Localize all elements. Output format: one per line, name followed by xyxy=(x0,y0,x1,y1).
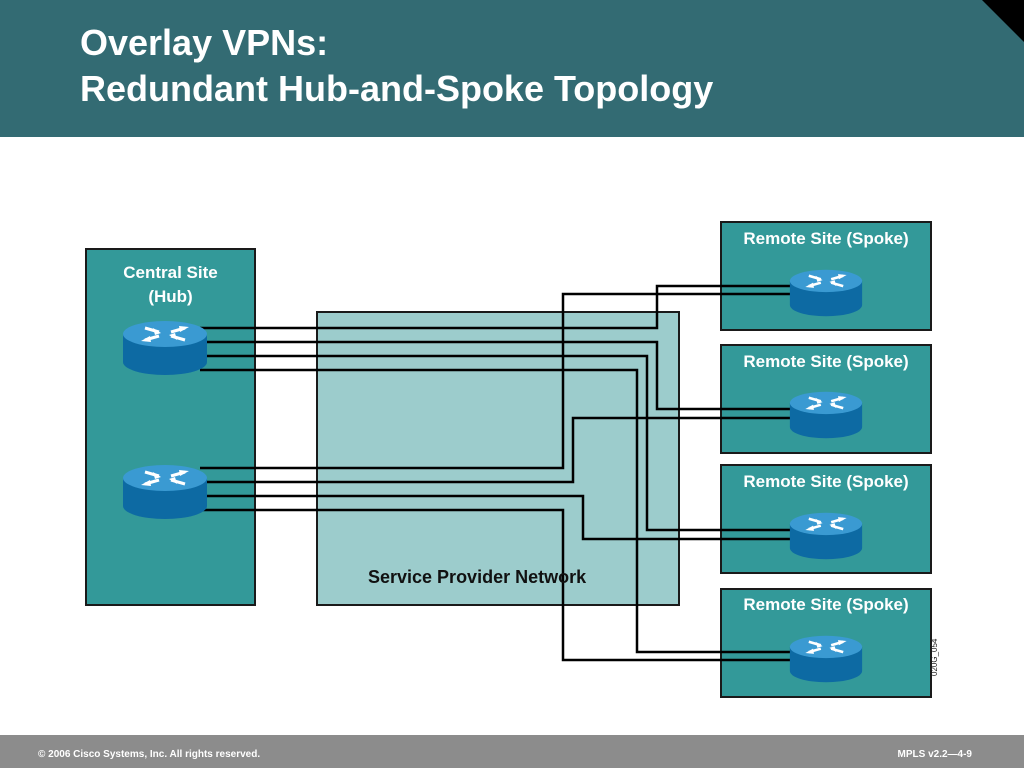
spoke-label-4: Remote Site (Spoke) xyxy=(743,595,909,614)
link-hub2-spoke1 xyxy=(200,292,805,470)
spoke-label-1: Remote Site (Spoke) xyxy=(743,229,909,248)
slide-title: Overlay VPNs: Redundant Hub-and-Spoke To… xyxy=(80,20,713,112)
service-provider-network-label: Service Provider Network xyxy=(368,567,587,587)
link-hub1-spoke2 xyxy=(200,340,805,411)
topology-diagram xyxy=(85,221,932,698)
link-hub1-spoke3 xyxy=(200,354,805,532)
central-site-box xyxy=(85,248,256,606)
hub-1-links xyxy=(200,284,805,654)
central-site-label-line-2: (Hub) xyxy=(148,287,193,306)
title-line-2: Redundant Hub-and-Spoke Topology xyxy=(80,68,714,109)
title-line-1: Overlay VPNs: xyxy=(80,22,329,63)
slide-reference: MPLS v2.2—4-9 xyxy=(897,749,972,760)
link-hub2-spoke2 xyxy=(200,416,805,484)
title-bar: Overlay VPNs: Redundant Hub-and-Spoke To… xyxy=(0,0,1024,137)
spoke-router-1-icon xyxy=(788,268,864,318)
spoke-router-4-icon xyxy=(788,634,864,684)
footer-bar: © 2006 Cisco Systems, Inc. All rights re… xyxy=(0,735,1024,768)
spoke-label-3: Remote Site (Spoke) xyxy=(743,472,909,491)
central-site-label: Central Site (Hub) xyxy=(86,261,255,309)
spoke-label-2: Remote Site (Spoke) xyxy=(743,352,909,371)
service-provider-network xyxy=(316,311,680,606)
link-hub2-spoke4 xyxy=(200,508,805,662)
copyright-text: © 2006 Cisco Systems, Inc. All rights re… xyxy=(38,749,261,760)
corner-decoration xyxy=(982,0,1024,42)
link-hub1-spoke1 xyxy=(200,284,805,330)
central-site-label-line-1: Central Site xyxy=(123,263,218,282)
hub-router-1-icon xyxy=(121,319,209,377)
link-hub2-spoke3 xyxy=(200,494,805,541)
spoke-router-2-icon xyxy=(788,390,864,440)
link-hub1-spoke4 xyxy=(200,368,805,654)
hub-router-2-icon xyxy=(121,463,209,521)
hub-2-links xyxy=(200,292,805,662)
figure-id: 020G_054 xyxy=(930,638,939,676)
spoke-router-3-icon xyxy=(788,511,864,561)
